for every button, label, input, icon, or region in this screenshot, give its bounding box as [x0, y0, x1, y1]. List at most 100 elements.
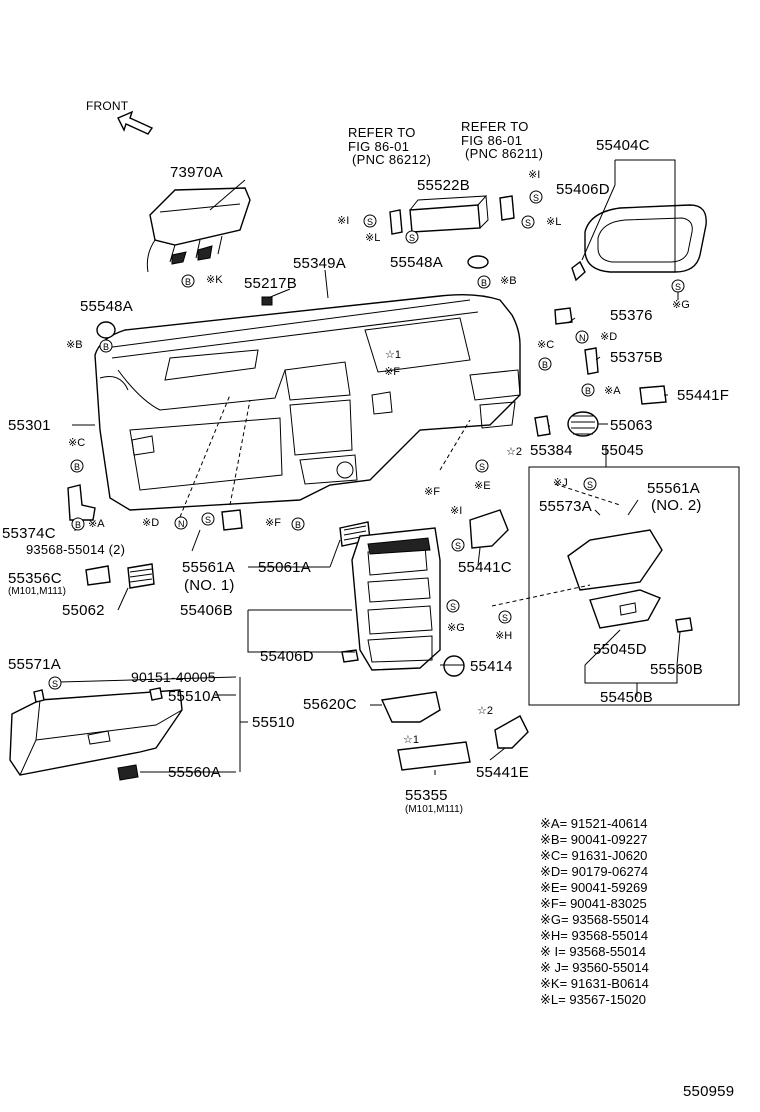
callout-c-left: ※C	[68, 437, 86, 449]
label-55406D-b: 55406D	[260, 648, 314, 665]
legend-key: ※C	[540, 848, 561, 863]
refer-note-1-line2: FIG 86-01	[348, 138, 410, 154]
svg-text:B: B	[481, 278, 487, 288]
refer-note-1-line3: (PNC 86212)	[352, 152, 432, 168]
legend-row: ※K= 91631-B0614	[540, 976, 649, 991]
label-55217B: 55217B	[244, 275, 297, 292]
label-90151-40005: 90151-40005	[131, 669, 216, 685]
label-55450B: 55450B	[600, 689, 653, 706]
legend-value: 91631-J0620	[571, 848, 648, 863]
label-55441C: 55441C	[458, 559, 512, 576]
legend-key: ※ J	[540, 960, 562, 975]
legend-value: 93560-55014	[572, 960, 649, 975]
legend-key: ※B	[540, 832, 560, 847]
refer-note-2-line3: (PNC 86211)	[465, 146, 544, 162]
svg-text:B: B	[542, 360, 548, 370]
part-55548A-left-shape	[96, 321, 116, 339]
refer-note-2: REFER TO FIG 86-01 (PNC 86211)	[461, 120, 543, 161]
callout-i-ref1: ※I	[337, 215, 350, 227]
svg-text:S: S	[205, 515, 211, 525]
part-55522B-shape	[409, 195, 489, 233]
callout-star2-55441E: ☆2	[477, 705, 493, 717]
callout-g-top: ※G	[672, 299, 690, 311]
label-55561A-no2: 55561A	[647, 480, 700, 497]
legend-row: ※L= 93567-15020	[540, 992, 646, 1007]
legend-value: 90041-59269	[570, 880, 648, 895]
svg-text:B: B	[103, 342, 109, 352]
legend-key: ※L	[540, 992, 559, 1007]
legend-row: ※B= 90041-09227	[540, 832, 648, 847]
legend-value: 93567-15020	[569, 992, 646, 1007]
legend-row: ※ I= 93568-55014	[540, 944, 646, 959]
legend-value: 91631-B0614	[570, 976, 649, 991]
label-55510A: 55510A	[168, 688, 221, 705]
callout-star1-dash: ☆1	[385, 349, 401, 361]
callout-c-right: ※C	[537, 339, 555, 351]
label-55374C: 55374C	[2, 525, 56, 542]
label-55548A-top: 55548A	[390, 254, 443, 271]
svg-text:S: S	[675, 282, 681, 292]
part-55406B-shape	[351, 527, 441, 671]
svg-text:B: B	[185, 277, 191, 287]
part-73970A-shape	[146, 187, 251, 273]
label-55406B: 55406B	[180, 602, 233, 619]
svg-text:B: B	[295, 520, 301, 530]
callout-l-ref1: ※L	[365, 232, 381, 244]
legend-value: 93568-55014	[569, 944, 646, 959]
legend-row: ※E= 90041-59269	[540, 880, 648, 895]
svg-text:S: S	[533, 193, 539, 203]
label-55375B: 55375B	[610, 349, 663, 366]
circled-letter-marker-group: S S S S B B B B S N B B B N S S S S S S …	[48, 190, 685, 690]
callout-a-left: ※A	[88, 518, 105, 530]
label-55571A: 55571A	[8, 656, 61, 673]
label-55414: 55414	[470, 658, 513, 675]
label-55061A: 55061A	[258, 559, 311, 576]
legend-value: 91521-40614	[570, 816, 648, 831]
callout-star1-55355: ☆1	[403, 734, 419, 746]
svg-text:N: N	[579, 333, 586, 343]
part-55217B-shape	[261, 296, 273, 306]
svg-text:S: S	[367, 217, 373, 227]
callout-b-top: ※B	[500, 275, 517, 287]
front-arrow-icon	[117, 110, 154, 135]
label-55356C: 55356C	[8, 570, 62, 587]
label-55561A-no2-sub: (NO. 2)	[651, 497, 702, 514]
callout-g-lower: ※G	[447, 622, 465, 634]
label-55356C-sub: (M101,M111)	[8, 586, 66, 597]
legend-key: ※K	[540, 976, 560, 991]
label-55349A: 55349A	[293, 255, 346, 272]
legend-row: ※G= 93568-55014	[540, 912, 649, 927]
callout-b-left: ※B	[66, 339, 83, 351]
refer-note-2-line1: REFER TO	[461, 119, 529, 134]
label-93568-55014: 93568-55014 (2)	[26, 542, 126, 557]
legend-key: ※G	[540, 912, 562, 927]
front-label: FRONT	[86, 99, 129, 113]
legend-value: 93568-55014	[571, 928, 649, 943]
legend-row: ※C= 91631-J0620	[540, 848, 648, 863]
legend-row: ※H= 93568-55014	[540, 928, 649, 943]
callout-l-ref2: ※L	[546, 216, 562, 228]
label-55561A-no1: 55561A	[182, 559, 235, 576]
part-55062-shape	[127, 563, 155, 589]
legend-row: ※D= 90179-06274	[540, 864, 649, 879]
refer-note-1-line1: REFER TO	[348, 125, 416, 140]
label-55384: 55384	[530, 442, 573, 459]
label-55355-sub: (M101,M111)	[405, 804, 463, 815]
part-55063-shape	[567, 411, 599, 437]
part-55450B-shape	[567, 529, 663, 629]
callout-star2-55384: ☆2	[506, 446, 522, 458]
refer-note-1: REFER TO FIG 86-01 (PNC 86212)	[348, 126, 431, 167]
legend-key: ※E	[540, 880, 560, 895]
inset-frame-55045	[528, 466, 740, 706]
label-55301: 55301	[8, 417, 51, 434]
legend-key: ※D	[540, 864, 561, 879]
callout-f-mid: ※F	[424, 486, 440, 498]
label-55355: 55355	[405, 787, 448, 804]
svg-text:S: S	[502, 613, 508, 623]
label-55441F: 55441F	[677, 387, 730, 404]
label-55376: 55376	[610, 307, 653, 324]
dashboard-55301	[94, 293, 521, 511]
svg-text:S: S	[52, 679, 58, 689]
